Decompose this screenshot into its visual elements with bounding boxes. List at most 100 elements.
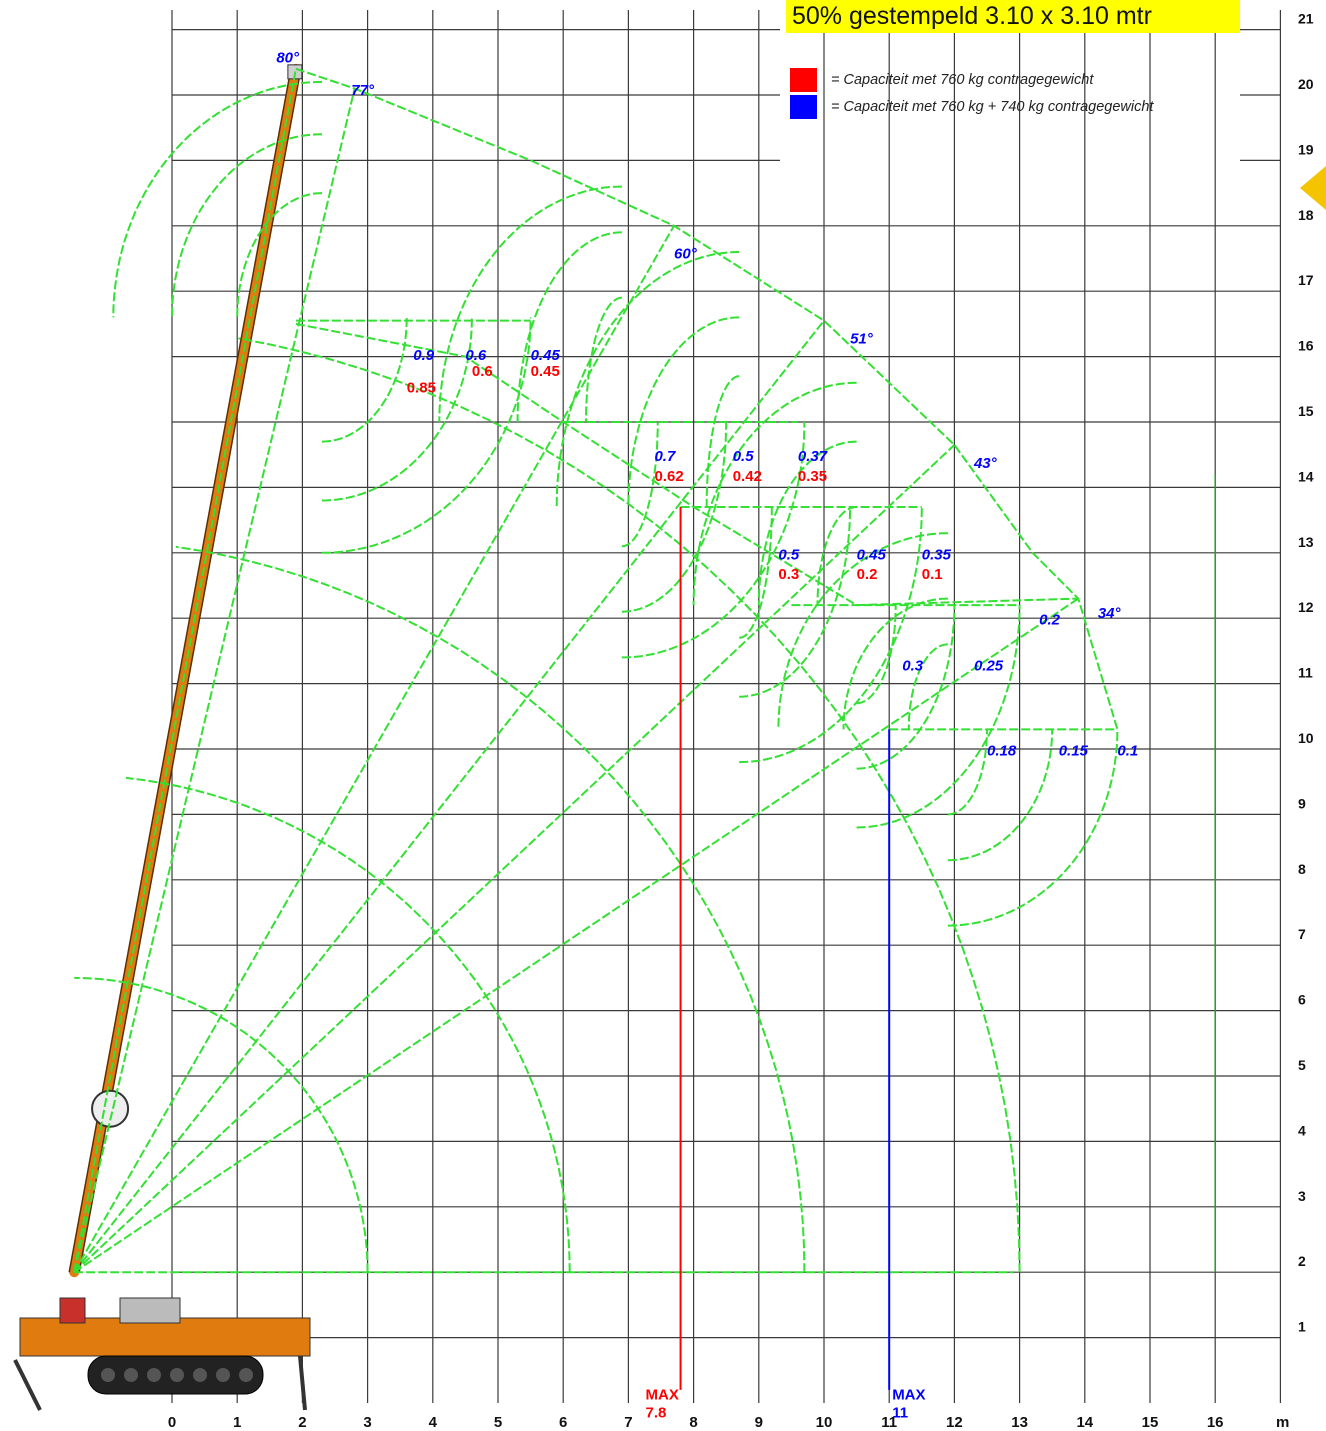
boom-angle-label: 51° [850, 331, 874, 348]
y-tick-label: 3 [1298, 1188, 1306, 1204]
capacity-arc [692, 381, 857, 606]
capacity-label-blue: 0.45 [857, 546, 887, 563]
y-tick-label: 11 [1298, 665, 1313, 681]
track-wheel [239, 1368, 253, 1382]
crane-illustration [13, 63, 311, 1411]
capacity-arc [757, 440, 857, 606]
x-tick-label: 9 [755, 1414, 763, 1431]
capacity-label-blue: 0.15 [1059, 743, 1089, 760]
boom-length-arc [125, 776, 571, 1273]
x-tick-label: 3 [363, 1414, 371, 1431]
crane-cab [59, 1297, 86, 1324]
capacity-arc [585, 296, 622, 422]
y-tick-label: 12 [1298, 599, 1314, 615]
range-curves [73, 67, 1119, 1274]
capacity-label-blue: 0.5 [778, 546, 800, 563]
x-tick-label: 14 [1076, 1414, 1093, 1431]
capacity-label-blue: 0.2 [1039, 612, 1061, 629]
x-tick-label: 13 [1011, 1414, 1028, 1431]
x-tick-label: 0 [168, 1414, 176, 1431]
track-wheel [124, 1368, 138, 1382]
y-tick-label: 10 [1298, 730, 1314, 746]
track-wheel [147, 1368, 161, 1382]
boom-angle-label: 43° [973, 455, 998, 472]
y-tick-label: 4 [1298, 1122, 1306, 1138]
y-tick-label: 20 [1298, 76, 1314, 92]
capacity-label-blue: 0.7 [654, 448, 676, 465]
boom-edge [78, 68, 302, 1273]
capacity-arc [816, 506, 857, 606]
legend: = Capaciteit met 760 kg contragegewicht … [790, 66, 1153, 120]
capacity-arc [856, 605, 956, 770]
capacity-label-red: 0.85 [407, 380, 436, 397]
capacity-label-blue: 0.35 [922, 546, 952, 563]
capacity-label-red: 0.42 [733, 468, 762, 485]
max-label-red: MAX [646, 1387, 679, 1404]
x-tick-label: 12 [946, 1414, 963, 1431]
boom-angle-ray [73, 319, 825, 1273]
capacity-label-blue: 0.45 [531, 347, 561, 364]
y-tick-label: 18 [1298, 207, 1314, 223]
y-tick-label: 2 [1298, 1253, 1306, 1269]
boom-angle-ray [73, 597, 1079, 1274]
capacity-arc [321, 317, 532, 554]
capacity-label-blue: 0.18 [987, 743, 1017, 760]
y-tick-label: 7 [1298, 926, 1306, 942]
outrigger [298, 1355, 307, 1411]
boom [69, 63, 301, 1278]
boom-angle-label: 34° [1098, 605, 1122, 622]
capacity-arc [621, 421, 728, 613]
boom-angle-label: 80° [276, 49, 300, 66]
x-axis-unit: m [1276, 1414, 1289, 1431]
capacity-arc [739, 506, 923, 764]
capacity-label-blue: 0.6 [465, 347, 487, 364]
outer-envelope [295, 67, 1119, 730]
x-tick-label: 6 [559, 1414, 567, 1431]
y-tick-label: 21 [1298, 11, 1314, 27]
track-wheel [216, 1368, 230, 1382]
boom-angle-ray [73, 225, 675, 1273]
capacity-arc [856, 605, 1021, 829]
y-tick-label: 5 [1298, 1057, 1306, 1073]
capacity-label-red: 0.45 [531, 363, 560, 380]
capacity-arc [621, 421, 806, 659]
legend-swatch-blue [790, 94, 817, 119]
capacity-label-blue: 0.1 [1117, 743, 1138, 760]
capacity-label-blue: 0.25 [974, 658, 1004, 675]
capacity-label-red: 0.62 [654, 468, 683, 485]
boom-length-arc [238, 337, 1021, 1273]
y-tick-label: 1 [1298, 1319, 1306, 1335]
capacity-label-red: 0.2 [857, 566, 878, 583]
max-value-red: 7.8 [646, 1404, 667, 1421]
capacity-label-red: 0.1 [922, 566, 943, 583]
capacity-arc [856, 605, 897, 705]
boom-angle-ray [73, 88, 356, 1273]
capacity-label-blue: 0.3 [902, 658, 924, 675]
x-tick-label: 10 [816, 1414, 833, 1431]
y-tick-label: 19 [1298, 141, 1314, 157]
y-tick-label: 15 [1298, 403, 1314, 419]
capacity-label-blue: 0.9 [413, 347, 435, 364]
boom-length-arc [175, 545, 806, 1273]
y-tick-label: 17 [1298, 272, 1314, 288]
y-tick-label: 8 [1298, 861, 1306, 877]
y-tick-label: 6 [1298, 992, 1306, 1008]
side-marker-icon [1300, 166, 1326, 210]
y-tick-label: 9 [1298, 795, 1306, 811]
capacity-arc [627, 316, 740, 508]
capacity-arc [621, 422, 659, 548]
legend-label-red: = Capaciteit met 760 kg contragegewicht [831, 71, 1094, 88]
inner-envelope [295, 322, 1079, 607]
x-tick-label: 15 [1142, 1414, 1159, 1431]
capacity-arc [321, 317, 408, 443]
capacity-arc [739, 506, 852, 698]
capacity-arc [555, 251, 740, 508]
legend-label-blue: = Capaciteit met 760 kg + 740 kg contrag… [831, 98, 1154, 115]
capacity-arc [842, 597, 948, 730]
y-tick-label: 14 [1298, 468, 1314, 484]
x-tick-label: 7 [624, 1414, 632, 1431]
capacity-arc [947, 729, 988, 816]
capacity-label-blue: 0.5 [733, 448, 755, 465]
boom-angle-label: 60° [674, 246, 698, 263]
x-tick-label: 4 [429, 1414, 438, 1431]
